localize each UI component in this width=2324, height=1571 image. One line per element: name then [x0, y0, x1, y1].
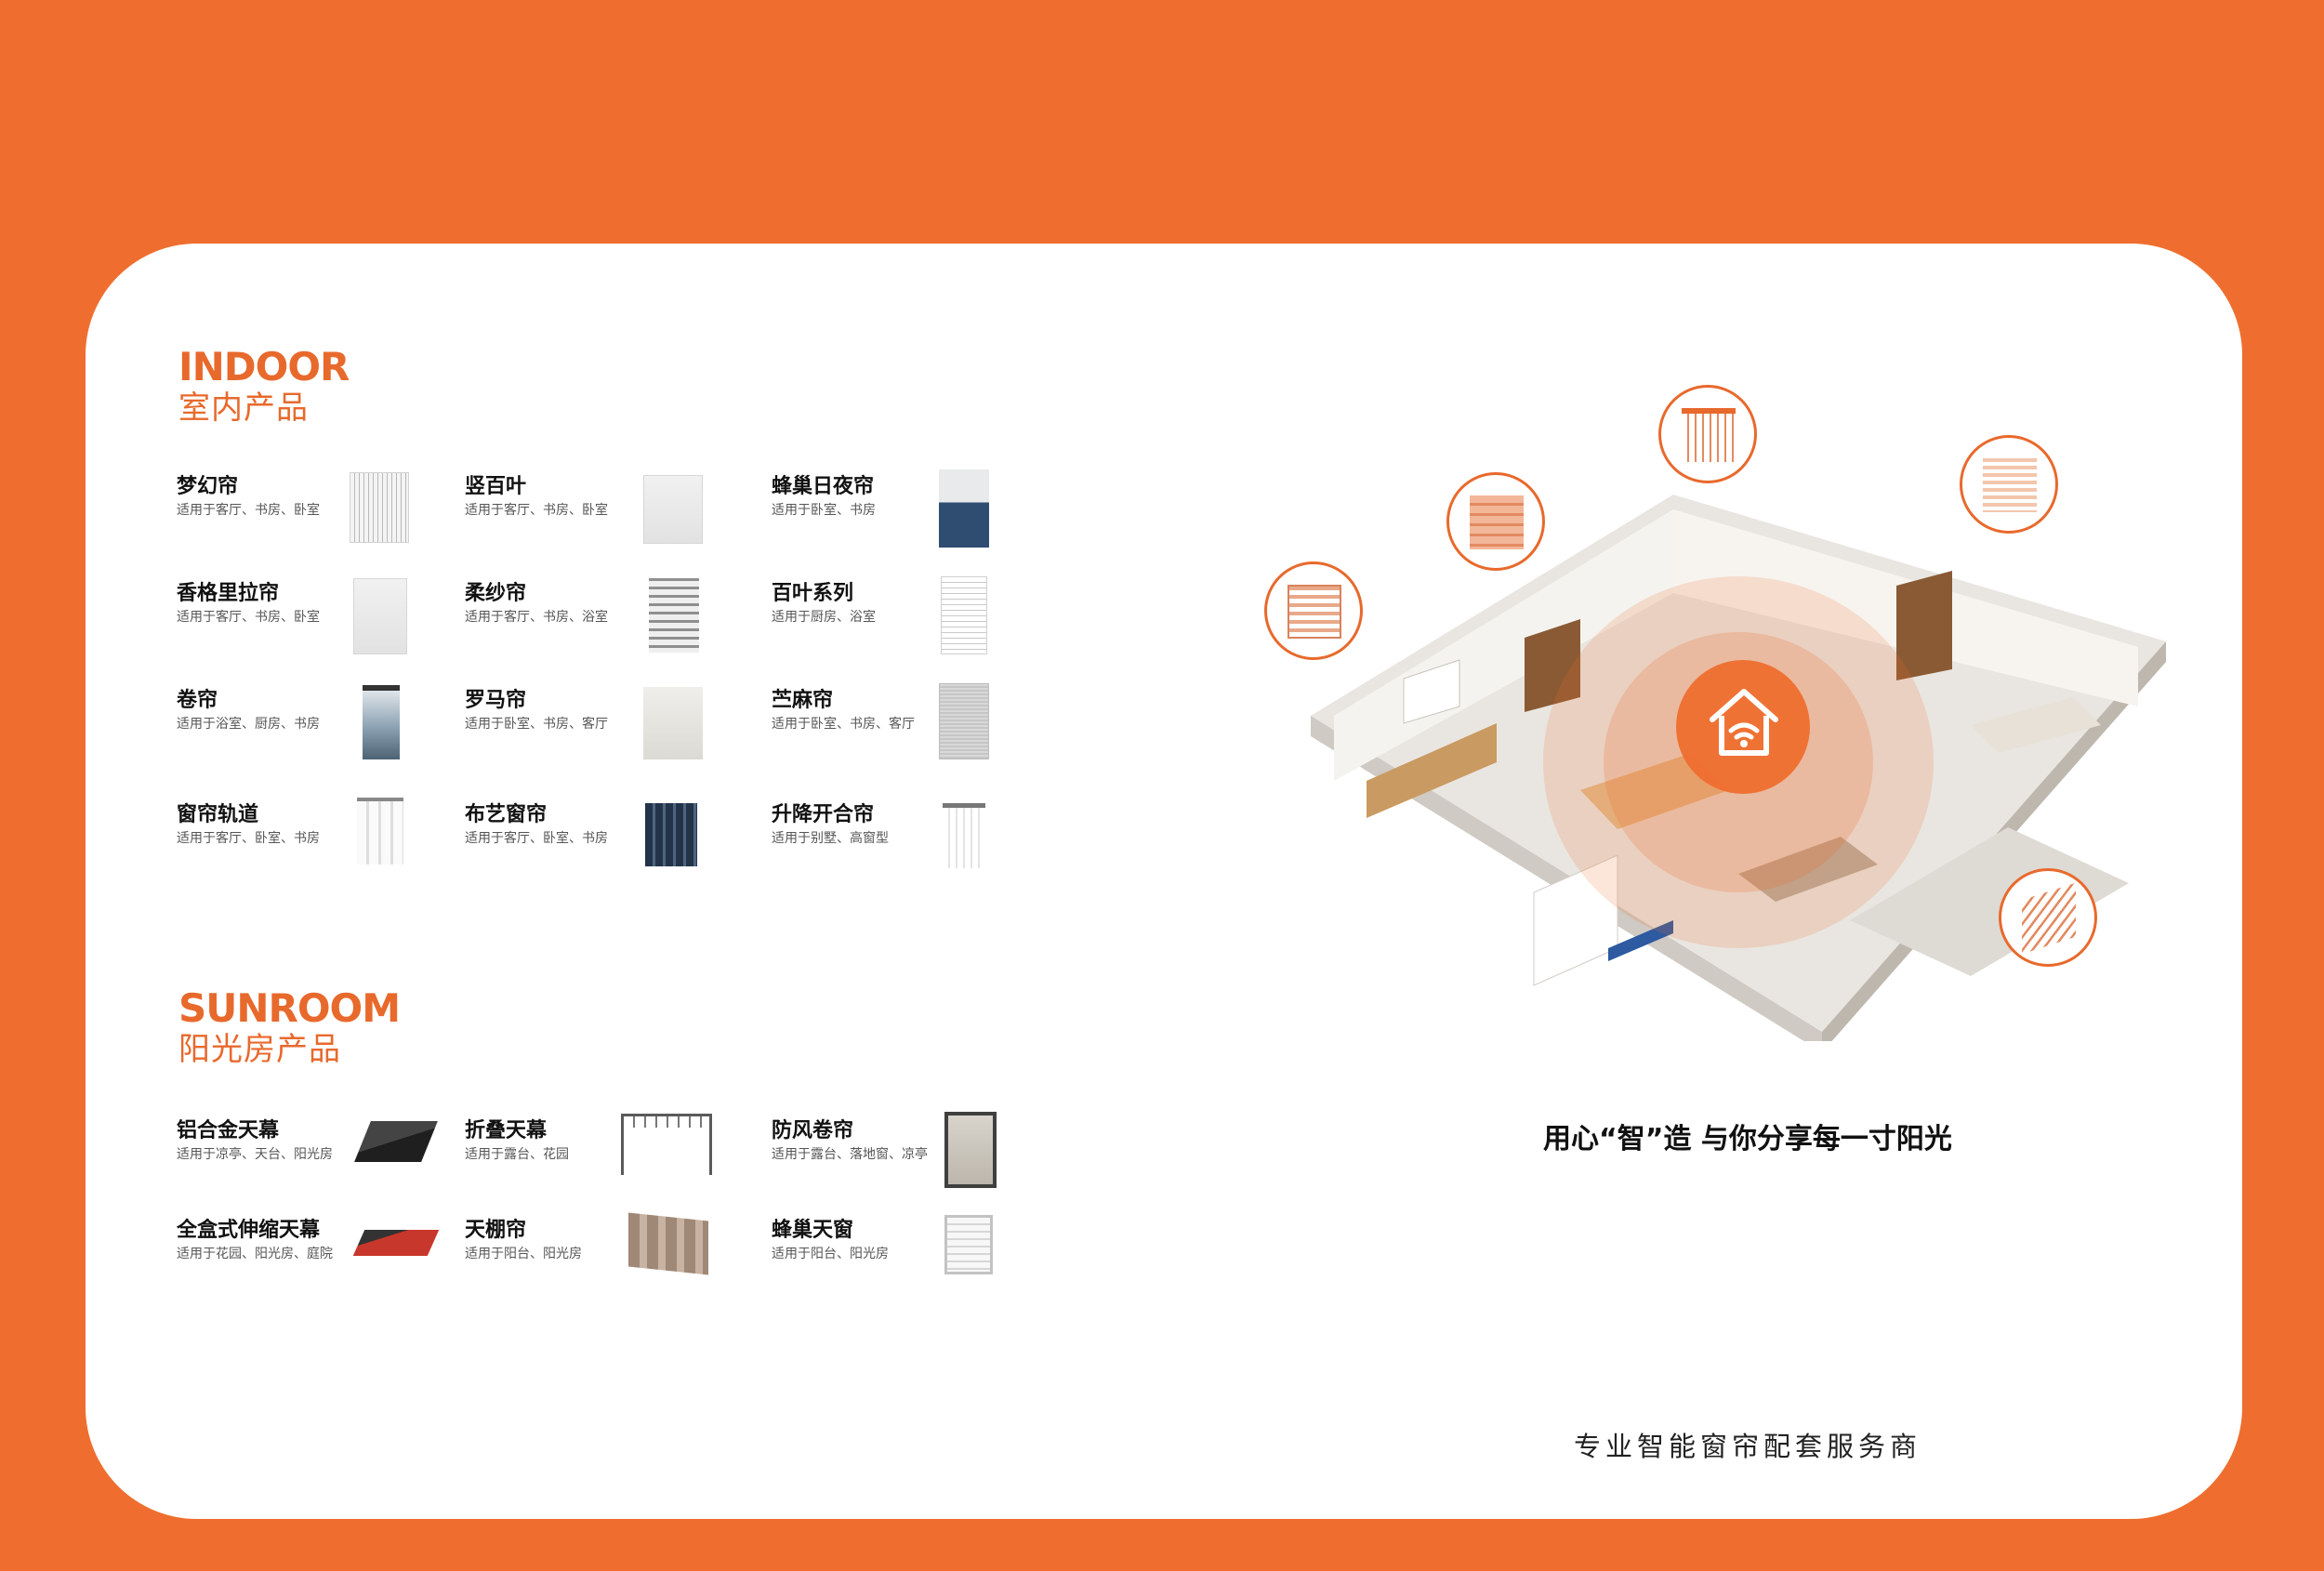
product-name: 铝合金天幕	[177, 1119, 280, 1142]
slogan: 用心“智”造 与你分享每一寸阳光	[1543, 1123, 1952, 1155]
product-item[interactable]: 苎麻帘 适用于卧室、书房、客厅	[772, 683, 995, 776]
floor-plan-render	[1311, 495, 2166, 1052]
product-item[interactable]: 竖百叶 适用于客厅、书房、卧室	[465, 469, 706, 562]
product-name: 窗帘轨道	[177, 803, 259, 826]
product-usage: 适用于阳台、阳光房	[772, 1247, 889, 1261]
product-name: 罗马帘	[465, 689, 527, 712]
indoor-title-zh: 室内产品	[178, 389, 309, 427]
cellular-skylight-image	[944, 1215, 993, 1274]
roller-blind-image	[363, 685, 400, 759]
product-usage: 适用于凉亭、天台、阳光房	[177, 1147, 333, 1162]
product-usage: 适用于客厅、卧室、书房	[177, 831, 320, 846]
product-name: 全盒式伸缩天幕	[177, 1219, 321, 1242]
product-usage: 适用于阳台、阳光房	[465, 1247, 582, 1261]
roman-shade-icon	[1446, 472, 1545, 571]
roman-shade-image	[643, 687, 703, 759]
skylight-awning-icon	[1999, 868, 2097, 967]
product-name: 柔纱帘	[465, 582, 527, 605]
tagline: 专业智能窗帘配套服务商	[1573, 1431, 1921, 1462]
zebra-shade-image	[649, 578, 699, 653]
product-name: 竖百叶	[465, 475, 527, 498]
cellular-day-night-shade-image	[939, 469, 989, 548]
product-item[interactable]: 铝合金天幕 适用于凉亭、天台、阳光房	[177, 1114, 438, 1207]
canopy-shade-image	[628, 1212, 708, 1275]
product-item[interactable]: 罗马帘 适用于卧室、书房、客厅	[465, 683, 706, 776]
product-usage: 适用于客厅、书房、卧室	[177, 503, 320, 518]
sunroom-title-zh: 阳光房产品	[178, 1031, 341, 1068]
horizontal-blind-icon	[1264, 561, 1363, 660]
product-name: 梦幻帘	[177, 475, 239, 498]
sunroom-heading: SUNROOM 阳光房产品	[178, 985, 401, 1069]
vertical-blind-image	[643, 475, 703, 544]
cassette-awning-image	[352, 1230, 440, 1256]
product-usage: 适用于别墅、高窗型	[772, 831, 889, 846]
product-name: 升降开合帘	[772, 803, 875, 826]
product-usage: 适用于浴室、厨房、书房	[177, 717, 320, 732]
product-usage: 适用于卧室、书房、客厅	[772, 717, 915, 732]
product-usage: 适用于露台、落地窗、凉亭	[772, 1147, 928, 1162]
product-usage: 适用于客厅、书房、浴室	[465, 610, 608, 625]
product-item[interactable]: 天棚帘 适用于阳台、阳光房	[465, 1212, 725, 1306]
windproof-screen-image	[944, 1112, 997, 1188]
product-item[interactable]: 卷帘 适用于浴室、厨房、书房	[177, 683, 418, 776]
product-usage: 适用于卧室、书房	[772, 503, 876, 518]
product-item[interactable]: 百叶系列 适用于厨房、浴室	[772, 576, 995, 669]
fabric-curtain-image	[645, 803, 697, 866]
product-name: 防风卷帘	[772, 1119, 854, 1142]
product-name: 香格里拉帘	[177, 582, 280, 605]
vertical-blind-icon	[1658, 385, 1757, 483]
product-item[interactable]: 香格里拉帘 适用于客厅、书房、卧室	[177, 576, 418, 669]
product-usage: 适用于厨房、浴室	[772, 610, 876, 625]
indoor-title-en: INDOOR	[178, 344, 350, 389]
product-item[interactable]: 蜂巢日夜帘 适用于卧室、书房	[772, 469, 995, 562]
product-usage: 适用于客厅、书房、卧室	[465, 503, 608, 518]
venetian-blind-icon	[1960, 435, 2058, 534]
venetian-blind-image	[941, 576, 987, 654]
product-name: 蜂巢日夜帘	[772, 475, 875, 498]
smart-home-wifi-icon	[1710, 689, 1778, 756]
curtain-track-image	[357, 798, 403, 865]
aluminum-awning-image	[354, 1121, 438, 1162]
product-name: 苎麻帘	[772, 689, 834, 712]
product-item[interactable]: 蜂巢天窗 适用于阳台、阳光房	[772, 1213, 1004, 1306]
product-item[interactable]: 布艺窗帘 适用于客厅、卧室、书房	[465, 798, 706, 891]
lift-curtain-image	[943, 803, 985, 868]
product-item[interactable]: 柔纱帘 适用于客厅、书房、浴室	[465, 576, 706, 669]
product-usage: 适用于客厅、书房、卧室	[177, 610, 320, 625]
product-usage: 适用于客厅、卧室、书房	[465, 831, 608, 846]
product-item[interactable]: 升降开合帘 适用于别墅、高窗型	[772, 798, 995, 891]
folding-pergola-image	[621, 1114, 712, 1175]
sunroom-title-en: SUNROOM	[178, 985, 401, 1031]
linen-shade-image	[939, 683, 989, 759]
smart-home-illustration	[1301, 483, 2175, 1052]
shangri-la-shade-image	[353, 578, 407, 654]
product-item[interactable]: 防风卷帘 适用于露台、落地窗、凉亭	[772, 1112, 1004, 1207]
product-name: 卷帘	[177, 689, 218, 712]
product-item[interactable]: 折叠天幕 适用于露台、花园	[465, 1114, 725, 1207]
product-name: 蜂巢天窗	[772, 1219, 854, 1242]
product-name: 天棚帘	[465, 1219, 527, 1242]
product-name: 百叶系列	[772, 582, 854, 605]
product-item[interactable]: 全盒式伸缩天幕 适用于花园、阳光房、庭院	[177, 1213, 440, 1306]
indoor-heading: INDOOR 室内产品	[178, 344, 350, 428]
product-usage: 适用于卧室、书房、客厅	[465, 717, 608, 732]
product-name: 折叠天幕	[465, 1119, 548, 1142]
vertical-sheer-curtain-image	[350, 472, 409, 543]
product-usage: 适用于露台、花园	[465, 1147, 569, 1162]
product-name: 布艺窗帘	[465, 803, 548, 826]
product-item[interactable]: 梦幻帘 适用于客厅、书房、卧室	[177, 469, 418, 562]
product-usage: 适用于花园、阳光房、庭院	[177, 1247, 333, 1261]
product-item[interactable]: 窗帘轨道 适用于客厅、卧室、书房	[177, 798, 418, 891]
